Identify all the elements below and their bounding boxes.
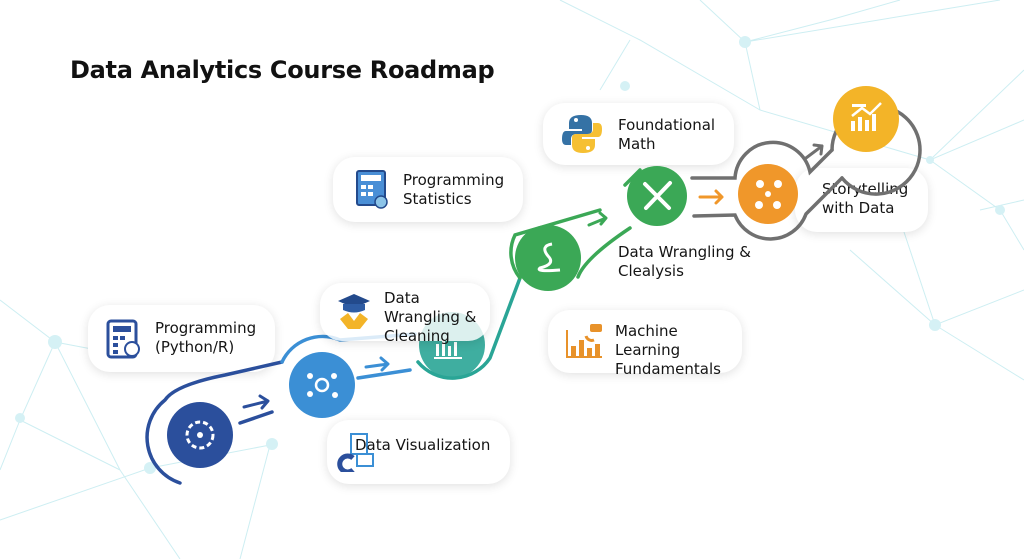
step-card-data-wrangling-cleaning: Data Wrangling &Cleaning — [320, 283, 490, 345]
graduation-cap-icon — [338, 294, 370, 329]
calculator-icon — [106, 319, 140, 359]
arrow-icon — [587, 211, 608, 227]
step-card-data-visualization: Data Visualization — [327, 420, 510, 484]
page-title: Data Analytics Course Roadmap — [70, 56, 495, 84]
python-logo-icon — [562, 115, 602, 153]
step-label: Programming(Python/R) — [155, 319, 257, 356]
step-node-2[interactable] — [289, 352, 355, 418]
step-node-5[interactable] — [627, 166, 687, 226]
step-node-1[interactable] — [167, 402, 233, 468]
step-label: Data Visualization — [355, 436, 491, 454]
step-label-data-wrangling-clealysis: Data Wrangling &Clealysis — [618, 243, 751, 280]
arrow-icon — [242, 394, 270, 410]
path-segment — [145, 360, 284, 485]
arrow-icon — [804, 143, 824, 160]
step-node-4[interactable] — [515, 225, 581, 291]
step-node-6[interactable] — [738, 164, 798, 224]
arrow-icon — [364, 356, 390, 372]
bar-chart-icon — [566, 324, 602, 358]
arrow-icon — [698, 189, 724, 205]
step-node-7[interactable] — [833, 86, 899, 152]
step-label: Data Wrangling &Cleaning — [384, 289, 477, 345]
visualization-icon — [337, 433, 374, 472]
calculator-flask-icon — [356, 170, 388, 209]
step-card-programming-python-r: Programming(Python/R) — [88, 305, 275, 372]
